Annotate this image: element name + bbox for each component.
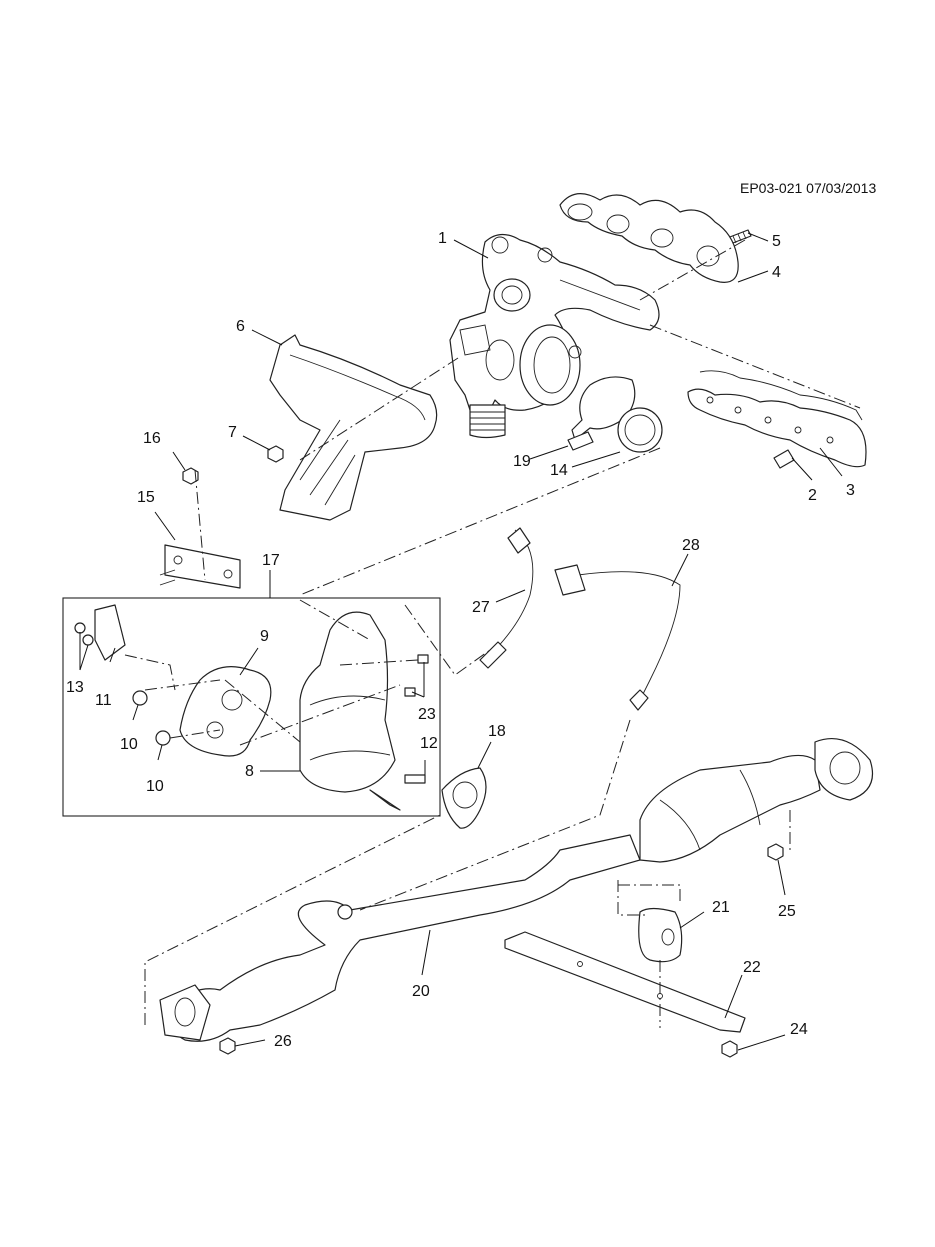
part-oxygen-sensor-27 xyxy=(479,527,534,669)
part-bracket-11 xyxy=(94,604,126,661)
part-nut-7 xyxy=(267,445,284,463)
part-sensor-19 xyxy=(567,431,594,451)
part-catalytic-converter xyxy=(299,611,401,811)
callout-11: 11 xyxy=(95,692,112,709)
callout-24: 24 xyxy=(790,1021,808,1038)
callout-17: 17 xyxy=(262,552,280,569)
callout-10b: 10 xyxy=(146,778,164,795)
callout-3: 3 xyxy=(846,482,855,499)
callout-2: 2 xyxy=(808,487,817,504)
part-bolt-23 xyxy=(404,654,429,697)
part-bracket-15 xyxy=(159,544,241,589)
part-ring-gasket xyxy=(617,407,663,453)
part-bolt-12 xyxy=(404,774,426,784)
part-nut-25 xyxy=(767,843,784,861)
part-oxygen-sensor-28 xyxy=(554,564,681,711)
callout-25: 25 xyxy=(778,903,796,920)
callout-8: 8 xyxy=(245,763,254,780)
callout-22: 22 xyxy=(743,959,761,976)
part-manifold-gasket xyxy=(559,193,739,283)
part-bolt-2 xyxy=(773,449,795,469)
part-nut-26 xyxy=(219,1037,236,1055)
callout-1: 1 xyxy=(438,230,447,247)
group-frame-17 xyxy=(62,597,441,817)
callout-7: 7 xyxy=(228,424,237,441)
callout-21: 21 xyxy=(712,899,730,916)
part-bolt-16 xyxy=(182,467,199,485)
callout-6: 6 xyxy=(236,318,245,335)
callout-14: 14 xyxy=(550,462,568,479)
part-bolt-24 xyxy=(721,1040,738,1058)
callout-26: 26 xyxy=(274,1033,292,1050)
callout-16: 16 xyxy=(143,430,161,447)
diagram-stamp: EP03-021 07/03/2013 xyxy=(740,180,876,196)
callout-10a: 10 xyxy=(120,736,138,753)
part-exhaust-pipe-20 xyxy=(159,738,874,1042)
alignment-lines xyxy=(124,239,861,1028)
callout-labels: 1 2 3 4 5 6 7 8 9 10 10 11 12 13 14 15 1… xyxy=(66,230,855,1050)
part-flange-9 xyxy=(179,666,272,757)
callout-19: 19 xyxy=(513,453,531,470)
callout-20: 20 xyxy=(412,983,430,1000)
part-gasket-18 xyxy=(441,767,487,829)
part-crossmember-22 xyxy=(504,931,746,1033)
callout-13: 13 xyxy=(66,679,84,696)
callout-28: 28 xyxy=(682,537,700,554)
leader-lines xyxy=(79,232,843,1051)
callout-4: 4 xyxy=(772,264,781,281)
callout-27: 27 xyxy=(472,599,490,616)
part-nut-13 xyxy=(74,622,94,646)
part-heat-shield xyxy=(269,334,438,521)
callout-23: 23 xyxy=(418,706,436,723)
part-turbocharger-manifold xyxy=(449,233,660,439)
callout-9: 9 xyxy=(260,628,269,645)
callout-12: 12 xyxy=(420,735,438,752)
callout-15: 15 xyxy=(137,489,155,506)
part-hanger-21 xyxy=(638,907,683,963)
part-washer-10 xyxy=(132,690,171,746)
part-lower-gasket xyxy=(687,370,867,468)
callout-5: 5 xyxy=(772,233,781,250)
callout-18: 18 xyxy=(488,723,506,740)
